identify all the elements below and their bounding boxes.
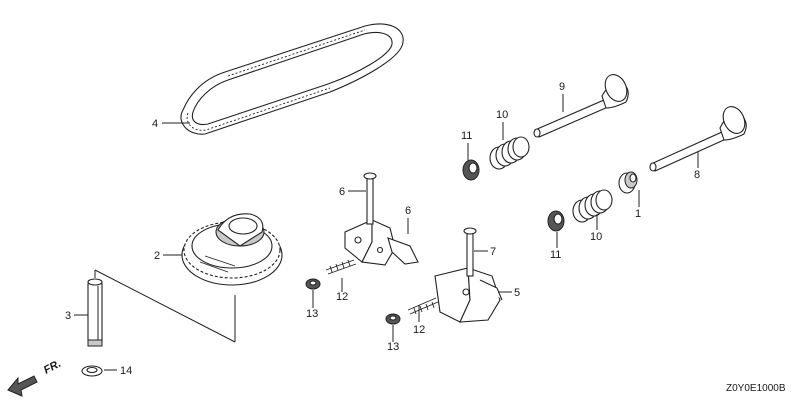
valve-rotator [618, 171, 638, 194]
nut-upper [305, 278, 321, 290]
adjusting-screw-upper [325, 259, 357, 275]
callout-14: 14 [120, 365, 132, 377]
valve-retainer-upper [462, 159, 480, 181]
timing-belt [180, 23, 404, 135]
pivot-bolt-upper [363, 172, 377, 225]
leader-lines [74, 94, 699, 371]
pivot-bolt-lower [463, 227, 477, 277]
rocker-arm-lower [434, 267, 503, 323]
callout-labels: 4 2 3 14 6 6 12 13 7 5 12 13 9 10 11 8 1… [65, 81, 700, 377]
valve-upper [533, 74, 629, 138]
callout-5: 5 [514, 287, 520, 299]
callout-13-lower: 13 [387, 341, 399, 353]
valve-lower [649, 106, 747, 172]
nut-lower [385, 313, 401, 325]
callout-6: 6 [405, 205, 411, 217]
camshaft-pulley [181, 213, 283, 286]
washer [81, 365, 103, 377]
valve-spring-lower [572, 189, 613, 223]
callout-9: 9 [559, 81, 565, 93]
callout-10-lower: 10 [590, 231, 602, 243]
callout-7-upper: 6 [339, 186, 345, 198]
callout-8: 8 [694, 169, 700, 181]
callout-12-upper: 12 [336, 291, 348, 303]
callout-12-lower: 12 [413, 324, 425, 336]
adjusting-screw-lower [407, 297, 439, 315]
callout-10-upper: 10 [496, 109, 508, 121]
front-direction-marker: FR. [7, 358, 63, 397]
callout-11-lower: 11 [550, 249, 561, 261]
callout-7-lower: 7 [490, 246, 496, 258]
valve-retainer-lower [547, 210, 565, 232]
callout-3: 3 [65, 310, 71, 322]
rocker-arm-upper [344, 219, 419, 266]
callout-4: 4 [152, 118, 158, 130]
valve-spring-upper [489, 136, 530, 170]
diagram-code: Z0Y0E1000B [726, 383, 786, 394]
callout-2: 2 [154, 250, 160, 262]
callout-11-upper: 11 [461, 130, 472, 142]
front-direction-label: FR. [42, 358, 63, 377]
callout-1: 1 [635, 208, 641, 220]
assembly-guide-lines [94, 269, 236, 343]
callout-13-upper: 13 [306, 308, 318, 320]
camshaft-pin [87, 278, 103, 347]
